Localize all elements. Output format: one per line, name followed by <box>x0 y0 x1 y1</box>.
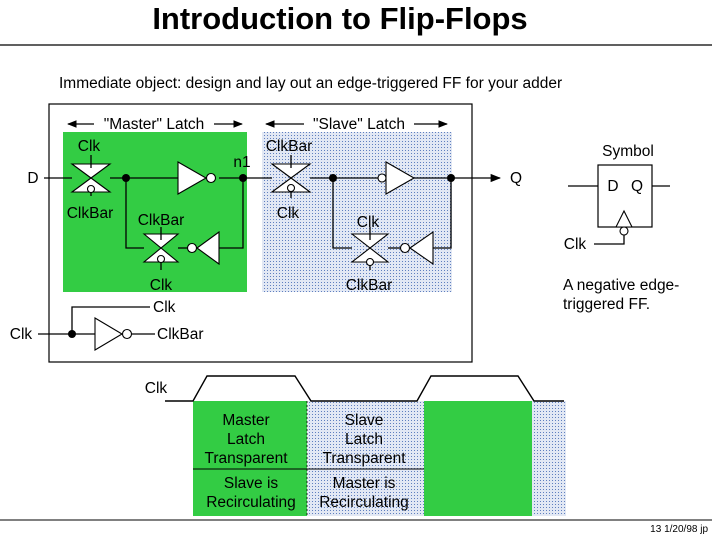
phase1-top-line3: Transparent <box>205 450 289 467</box>
clk-input-label: Clk <box>10 326 33 343</box>
timing-clk-label: Clk <box>145 380 168 397</box>
symbol-desc-line1: A negative edge- <box>563 277 679 294</box>
symbol-clk-pin: Clk <box>564 236 587 253</box>
phase2-top-line1: Slave <box>345 412 384 429</box>
slave-latch-region <box>262 132 452 292</box>
master-latch-region <box>63 132 247 292</box>
phase1-bottom-line2: Recirculating <box>206 494 296 511</box>
symbol-d-pin: D <box>607 178 618 195</box>
slave-forward-inverter <box>377 161 416 195</box>
phase-master-transparent <box>193 401 307 516</box>
junction-dot <box>329 174 337 182</box>
slave-feedback-right-wire <box>433 178 452 249</box>
q-output-label: Q <box>510 170 522 187</box>
clk-output-label: Clk <box>153 299 176 316</box>
symbol-title: Symbol <box>602 143 654 160</box>
slave-latch-label: "Slave" Latch <box>313 116 405 133</box>
subtitle: Immediate object: design and lay out an … <box>59 75 562 92</box>
phase2-bottom-line1: Master is <box>333 475 396 492</box>
master-feedback-transmission-gate <box>142 227 180 270</box>
junction-dot-q <box>447 174 455 182</box>
clock-inverter <box>94 317 133 351</box>
slave-feedback-inverter <box>399 230 434 266</box>
master-feedback-left-wire <box>125 178 144 249</box>
master-latch-label: "Master" Latch <box>104 116 205 133</box>
junction-dot-clk <box>68 330 76 338</box>
master-feedback-clkbar-label: ClkBar <box>138 212 185 229</box>
master-transmission-gate <box>70 155 112 196</box>
junction-dot-n1 <box>239 174 247 182</box>
clkbar-output-label: ClkBar <box>157 326 204 343</box>
phase-slave-transparent-2 <box>532 401 566 516</box>
symbol-desc-line2: triggered FF. <box>563 296 650 313</box>
phase2-bottom-line2: Recirculating <box>319 494 409 511</box>
n1-label: n1 <box>233 154 250 171</box>
flip-flop-circuit: "Master" Latch "Slave" Latch <box>10 103 522 363</box>
slave-feedback-transmission-gate <box>350 227 390 270</box>
clk-branch-wire <box>71 306 150 334</box>
d-input-label: D <box>27 170 38 187</box>
junction-dot <box>122 174 130 182</box>
master-feedback-inverter <box>186 230 220 266</box>
phase-slave-transparent <box>307 401 424 516</box>
slave-feedback-clkbar-label: ClkBar <box>346 277 393 294</box>
slave-feedback-left-wire <box>332 178 352 249</box>
master-feedback-right-wire <box>219 178 244 249</box>
master-feedback-clk-label: Clk <box>150 277 173 294</box>
master-gate-clkbar-label: ClkBar <box>67 205 114 222</box>
phase1-top-line2: Latch <box>227 431 265 448</box>
master-gate-clk-label: Clk <box>78 138 101 155</box>
phase2-top-line3: Transparent <box>323 450 407 467</box>
timing-diagram: Clk Master Latch Transparent Slave is Re… <box>145 375 566 516</box>
phase1-top-line1: Master <box>222 412 269 429</box>
page-title: Introduction to Flip-Flops <box>152 1 527 36</box>
slave-feedback-clk-label: Clk <box>357 214 380 231</box>
master-forward-inverter <box>177 161 217 195</box>
phase2-top-line2: Latch <box>345 431 383 448</box>
negative-edge-bubble <box>619 226 629 236</box>
circuit-frame <box>48 103 473 363</box>
phase-master-transparent-2 <box>424 401 532 516</box>
clock-waveform <box>165 375 564 402</box>
footer-text: 13 1/20/98 jp <box>650 524 708 535</box>
symbol-q-pin: Q <box>631 178 643 195</box>
slave-gate-clkbar-label: ClkBar <box>266 138 313 155</box>
flip-flop-symbol: Symbol D Q Clk A negative edge- triggere… <box>563 143 679 313</box>
symbol-clk-wire <box>594 235 625 245</box>
phase1-bottom-line1: Slave is <box>224 475 279 492</box>
slave-transmission-gate <box>270 155 312 198</box>
slave-gate-clk-label: Clk <box>277 205 300 222</box>
